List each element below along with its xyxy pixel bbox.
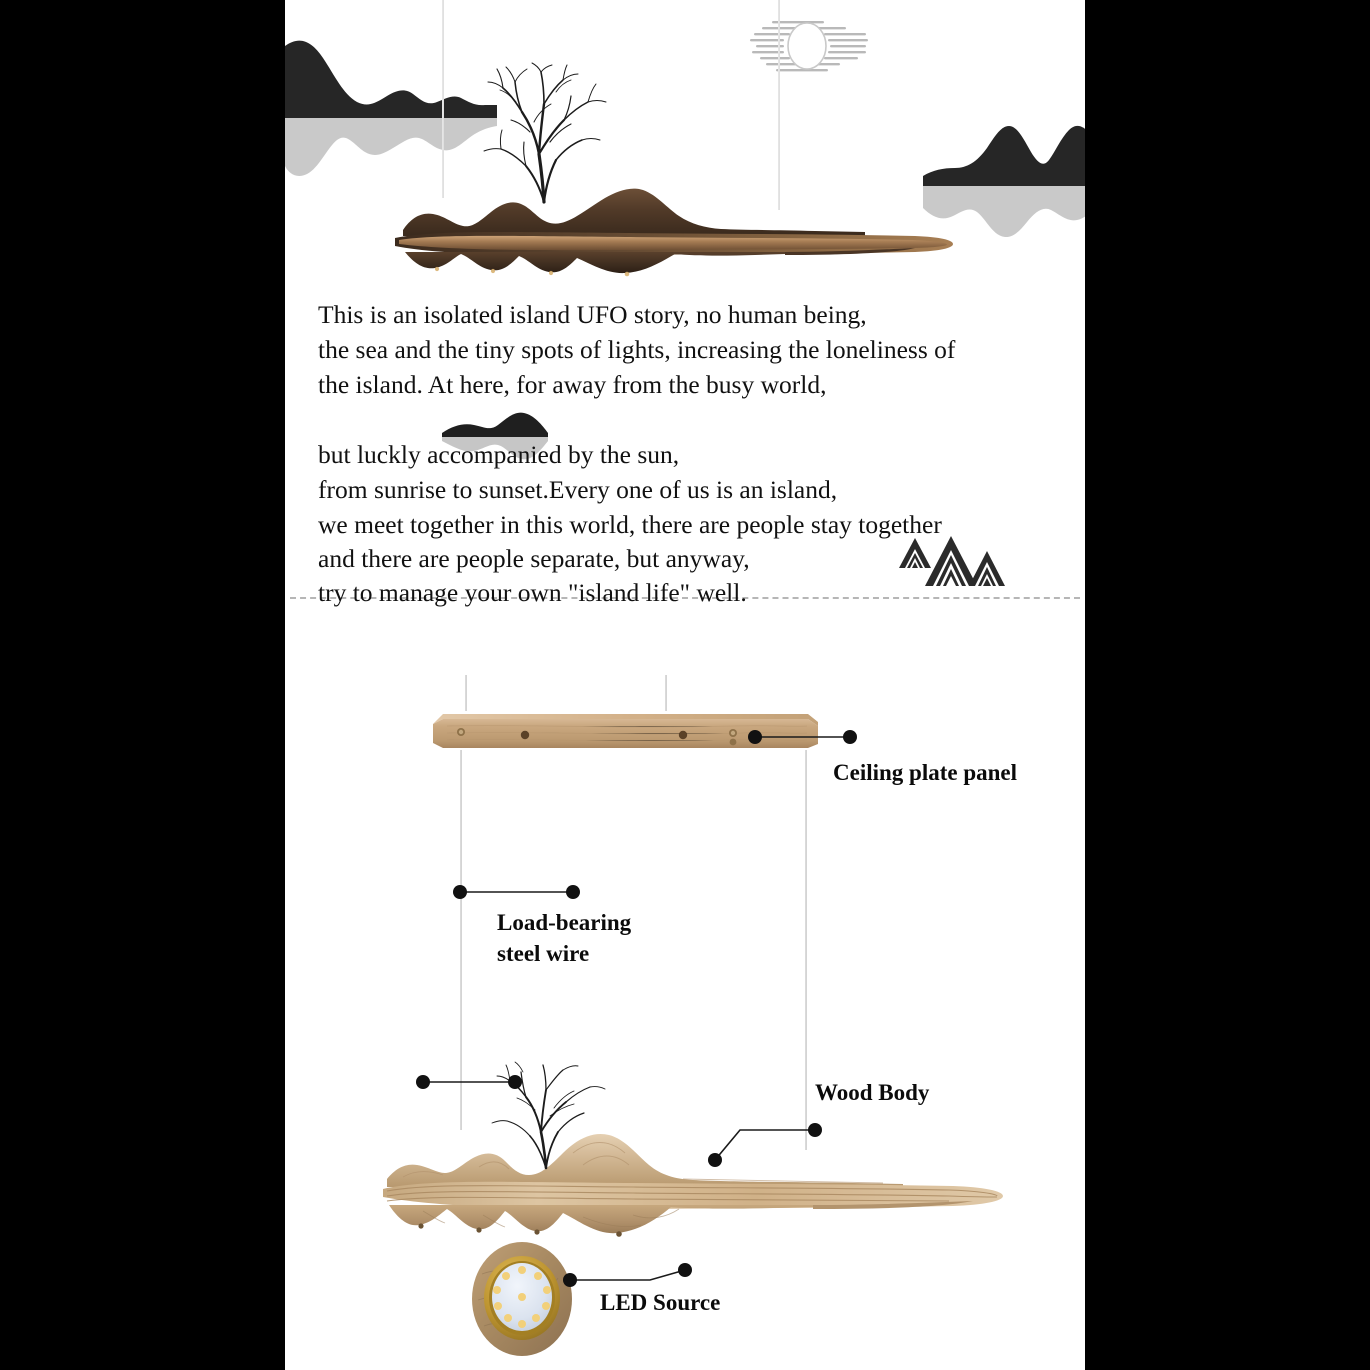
story-line: we meet together in this world, there ar… [318, 510, 942, 539]
mountain-silhouette-icon [923, 112, 1085, 252]
callout-label-load-bearing-steel-wire: Load-bearing steel wire [497, 910, 632, 966]
exploded-diagram: Ceiling plate panel Load-bearing steel w… [285, 620, 1085, 1370]
story-line: This is an isolated island UFO story, no… [318, 300, 867, 329]
story-line: and there are people separate, but anywa… [318, 544, 750, 573]
mountain-silhouette-icon [440, 397, 550, 469]
load-bearing-steel-wire [665, 675, 667, 711]
sun-moon-icon [750, 10, 870, 86]
mountain-silhouette-icon [285, 28, 497, 180]
striped-mountain-range-icon [893, 524, 1005, 590]
story-line: the island. At here, for away from the b… [318, 370, 827, 399]
pendant-lamp-body [395, 182, 955, 277]
bare-tree-icon [470, 62, 620, 204]
story-line: try to manage your own "island life" wel… [318, 578, 747, 607]
led-source-detail [470, 1240, 575, 1358]
hero-product-image [285, 0, 1085, 285]
hanging-cord [442, 0, 444, 198]
hanging-cord [778, 0, 780, 210]
load-bearing-steel-wire [805, 750, 807, 1150]
callout-label-led-source: LED Source [600, 1290, 721, 1315]
story-line: but luckly accompanied by the sun, [318, 440, 680, 469]
section-divider [290, 597, 1080, 599]
callout-label-ceiling-plate-panel: Ceiling plate panel [833, 760, 1018, 785]
story-text-block: This is an isolated island UFO story, no… [285, 292, 1085, 612]
load-bearing-steel-wire [460, 750, 462, 1130]
story-line: the sea and the tiny spots of lights, in… [318, 335, 956, 364]
ceiling-plate-panel [433, 710, 818, 752]
callout-label-wood-body: Wood Body [815, 1080, 930, 1105]
story-line: from sunrise to sunset.Every one of us i… [318, 475, 838, 504]
bare-tree-icon [490, 1060, 606, 1170]
load-bearing-steel-wire [465, 675, 467, 711]
pendant-lamp-body [383, 1125, 1008, 1237]
product-content-panel: This is an isolated island UFO story, no… [285, 0, 1085, 1370]
